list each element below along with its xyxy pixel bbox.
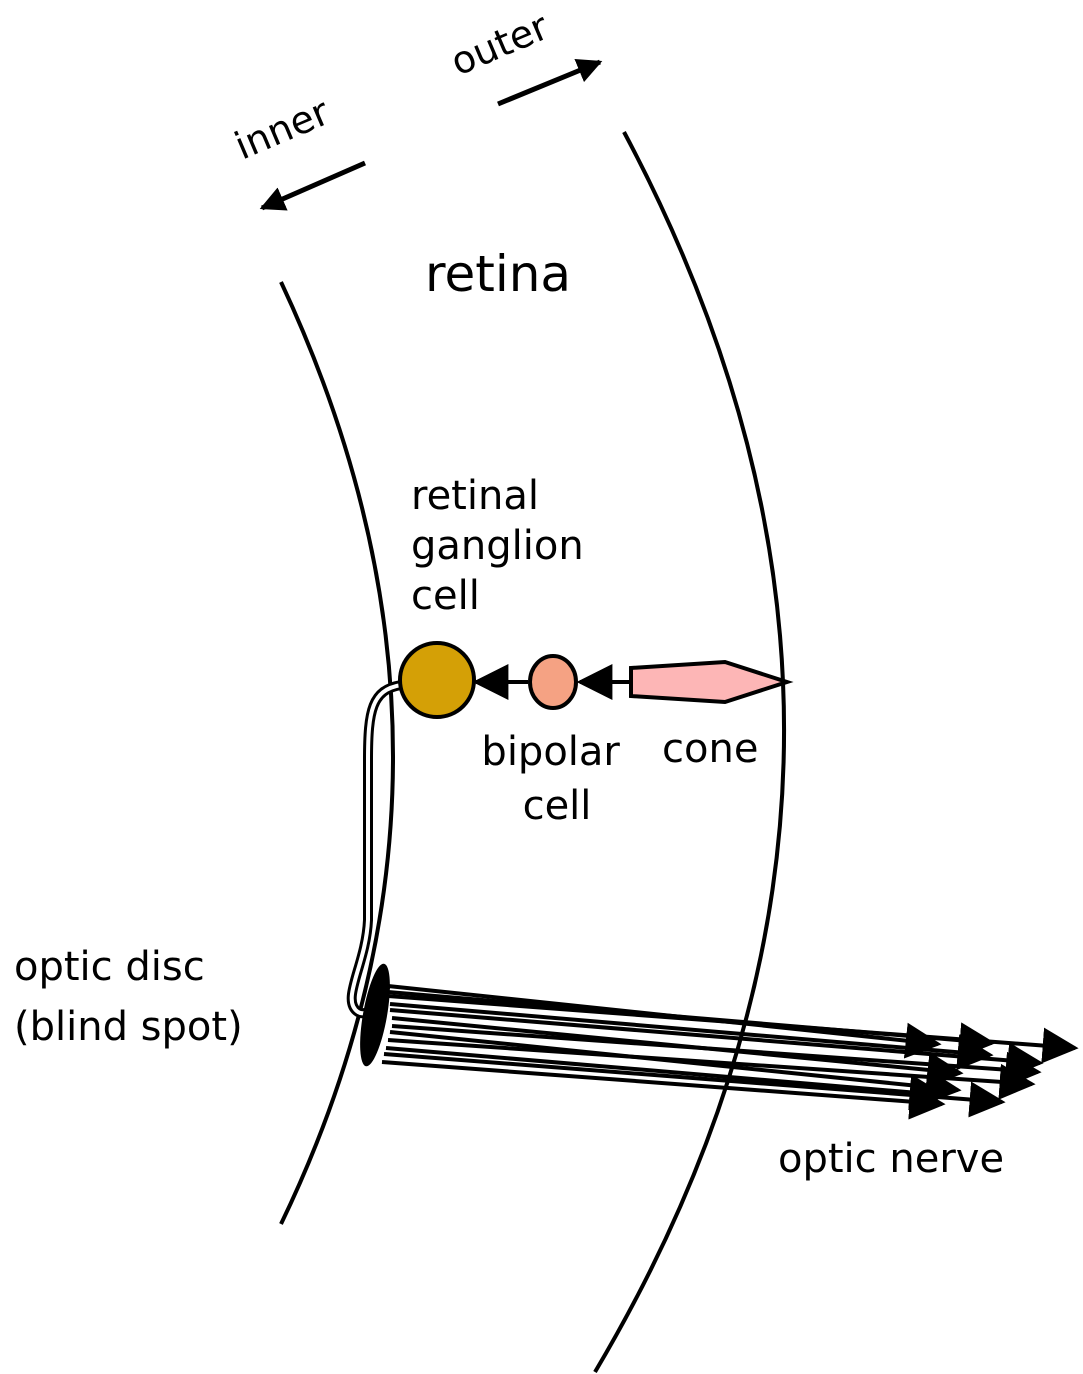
- bipolar-label-line-2: cell: [523, 783, 592, 829]
- cone-cell: [631, 662, 787, 702]
- retina-label: retina: [425, 245, 571, 303]
- ganglion-label-line-1: retinal: [411, 473, 539, 519]
- bipolar-label: bipolar cell: [481, 729, 632, 829]
- inner-label: inner: [228, 89, 335, 168]
- optic-nerve-label: optic nerve: [778, 1136, 1004, 1182]
- ganglion-label-line-3: cell: [411, 573, 480, 619]
- arrow-right-icon: [498, 62, 600, 104]
- ganglion-label: retinal ganglion cell: [411, 473, 596, 619]
- cone-label: cone: [662, 726, 758, 772]
- arrow-left-icon: [262, 163, 365, 208]
- optic-nerve-fibres: [382, 986, 1075, 1104]
- optic-disc-label-line-1: optic disc: [14, 944, 205, 990]
- bipolar-label-line-1: bipolar: [481, 729, 620, 775]
- bipolar-cell: [530, 656, 576, 708]
- outer-label: outer: [444, 4, 555, 84]
- optic-disc-label-line-2: (blind spot): [14, 1004, 243, 1050]
- optic-disc-label: optic disc (blind spot): [14, 944, 243, 1050]
- ganglion-label-line-2: ganglion: [411, 523, 584, 569]
- retinal-ganglion-cell: [400, 643, 474, 717]
- inner-retina-boundary: [281, 282, 393, 1224]
